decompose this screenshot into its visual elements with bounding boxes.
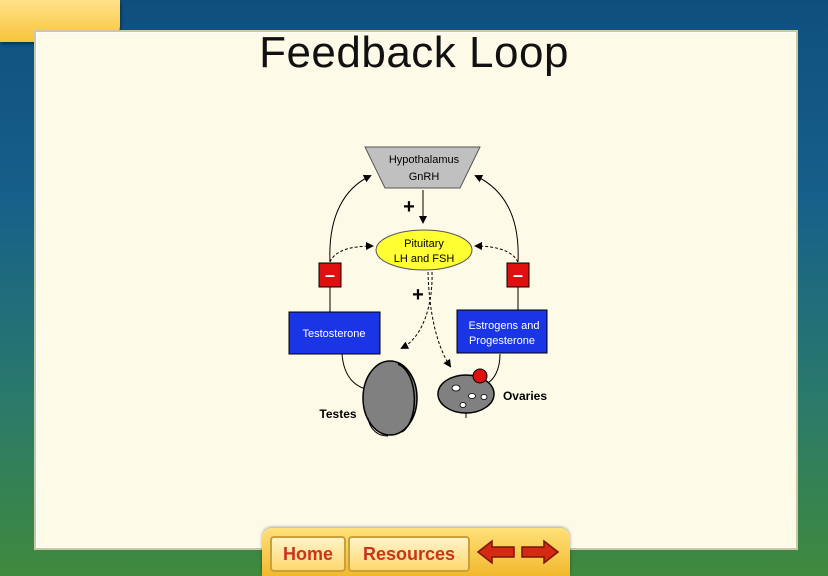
testosterone-box [288, 311, 381, 355]
progesterone-label: Progesterone [469, 335, 535, 347]
minus-sign-right: – [513, 265, 523, 285]
minus-box-right [506, 262, 530, 288]
plus-sign-top: + [403, 196, 415, 218]
arrow-pituitary-to-ovaries [427, 271, 452, 368]
pituitary-label: Pituitary [404, 238, 444, 250]
line-ovaries-to-estrogens [485, 353, 501, 385]
hypothalamus-label: Hypothalamus [389, 154, 460, 166]
page-title: Feedback Loop [259, 28, 569, 77]
estrogens-label: Estrogens and [469, 320, 540, 332]
minus-sign-left: – [325, 265, 335, 285]
home-button[interactable]: Home [270, 536, 346, 572]
arrow-left-loop-to-hypothalamus [329, 174, 372, 263]
testes-illustration [362, 360, 418, 437]
arrow-right-to-pituitary [474, 242, 519, 263]
pituitary-shape [375, 229, 473, 271]
ovaries-label: Ovaries [503, 389, 547, 403]
arrow-left-icon[interactable] [476, 538, 516, 566]
ovaries-illustration [437, 368, 495, 418]
nav-bar: Home Resources [262, 528, 570, 576]
arrow-pituitary-to-testes [400, 271, 433, 349]
estrogens-box [456, 309, 548, 354]
hypothalamus-shape [364, 146, 481, 189]
pituitary-hormones: LH and FSH [394, 253, 455, 265]
testosterone-label: Testosterone [303, 328, 366, 340]
slide-panel [34, 30, 798, 550]
arrow-right-icon[interactable] [520, 538, 560, 566]
resources-button[interactable]: Resources [348, 536, 470, 572]
arrow-left-to-pituitary [329, 242, 374, 263]
connector-arrows [329, 174, 519, 391]
hypothalamus-hormone: GnRH [409, 171, 440, 183]
testes-label: Testes [319, 407, 356, 421]
minus-box-left [318, 262, 342, 288]
arrow-right-loop-to-hypothalamus [474, 175, 519, 263]
plus-sign-middle: + [412, 284, 424, 306]
